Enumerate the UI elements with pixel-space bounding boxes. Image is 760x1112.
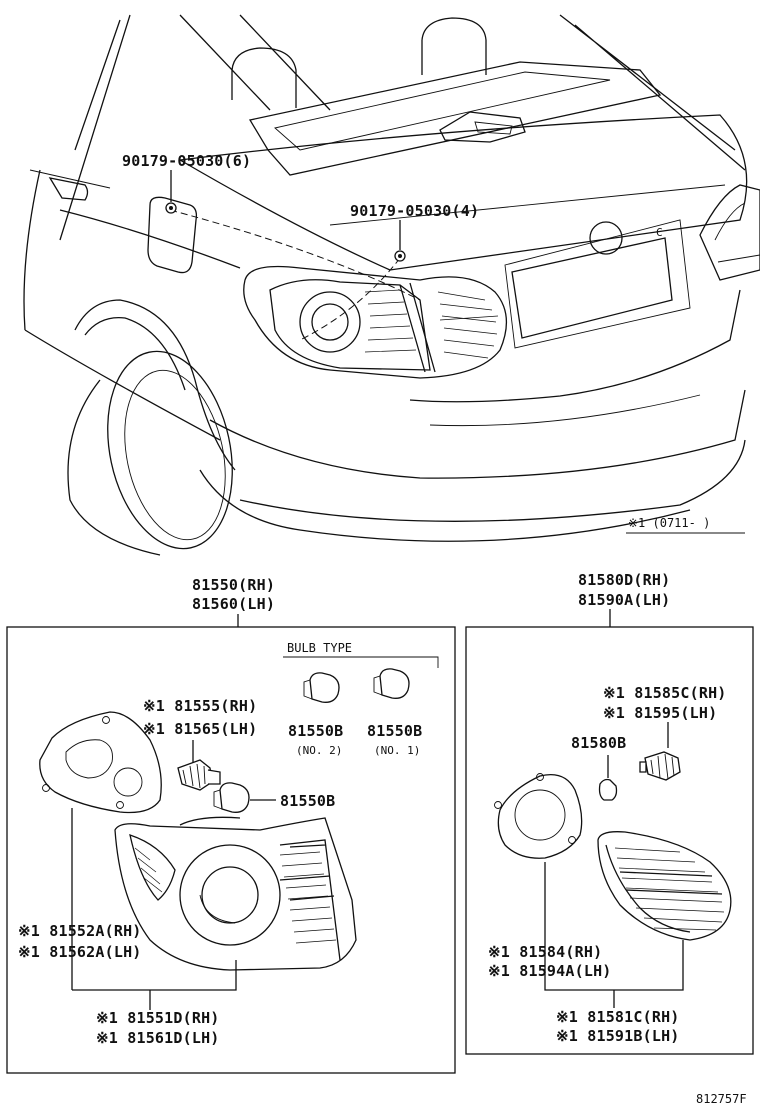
screw-part-label-a: 90179-05030(6) [122, 152, 251, 170]
bulb-type-title: BULB TYPE [287, 641, 352, 655]
bulb-no1-label: (NO. 1) [374, 744, 420, 757]
screw-icon [165, 202, 177, 214]
inner-bulb-part: 81580B [571, 734, 626, 752]
bulb-no1-icon [373, 668, 410, 699]
inner-socket-rh: ※1 81585C(RH) [603, 684, 727, 702]
screw-icon [394, 250, 406, 262]
outer-lens-rh: ※1 81551D(RH) [96, 1009, 220, 1027]
bulb-no2-icon [303, 672, 340, 703]
bulb-no1-part: 81550B [367, 722, 422, 740]
outer-gasket-lh: ※1 81562A(LH) [18, 943, 142, 961]
outer-lens-lh: ※1 81561D(LH) [96, 1029, 220, 1047]
diagram-id: 812757F [696, 1092, 747, 1106]
socket-icon [177, 759, 221, 791]
outer-socket-rh: ※1 81555(RH) [143, 697, 257, 715]
outer-bulb-part: 81550B [280, 792, 335, 810]
inner-bulb-icon [598, 778, 618, 801]
inner-lamp-part-rh: 81580D(RH) [578, 571, 670, 589]
outer-lamp-box [6, 626, 456, 1074]
gasket-icon [39, 711, 162, 814]
outer-lens-icon [114, 816, 357, 971]
bulb-icon [213, 782, 250, 813]
outer-socket-lh: ※1 81565(LH) [143, 720, 257, 738]
inner-socket-icon [639, 751, 681, 781]
car-rear-illustration: C [23, 14, 760, 556]
inner-gasket-rh: ※1 81584(RH) [488, 943, 602, 961]
inner-socket-lh: ※1 81595(LH) [603, 704, 717, 722]
outer-lamp-part-rh: 81550(RH) [192, 576, 275, 594]
outer-lamp-part-lh: 81560(LH) [192, 595, 275, 613]
date-note: ※1 (0711- ) [628, 516, 710, 530]
inner-lens-lh: ※1 81591B(LH) [556, 1027, 680, 1045]
outer-gasket-rh: ※1 81552A(RH) [18, 922, 142, 940]
inner-gasket-icon [494, 773, 583, 859]
inner-lamp-part-lh: 81590A(LH) [578, 591, 670, 609]
inner-lamp-box [465, 626, 754, 1055]
screw-part-label-b: 90179-05030(4) [350, 202, 479, 220]
bulb-no2-part: 81550B [288, 722, 343, 740]
inner-gasket-lh: ※1 81594A(LH) [488, 962, 612, 980]
inner-lens-icon [597, 831, 732, 941]
emblem-letter: C [656, 226, 663, 239]
inner-lens-rh: ※1 81581C(RH) [556, 1008, 680, 1026]
bulb-no2-label: (NO. 2) [296, 744, 342, 757]
